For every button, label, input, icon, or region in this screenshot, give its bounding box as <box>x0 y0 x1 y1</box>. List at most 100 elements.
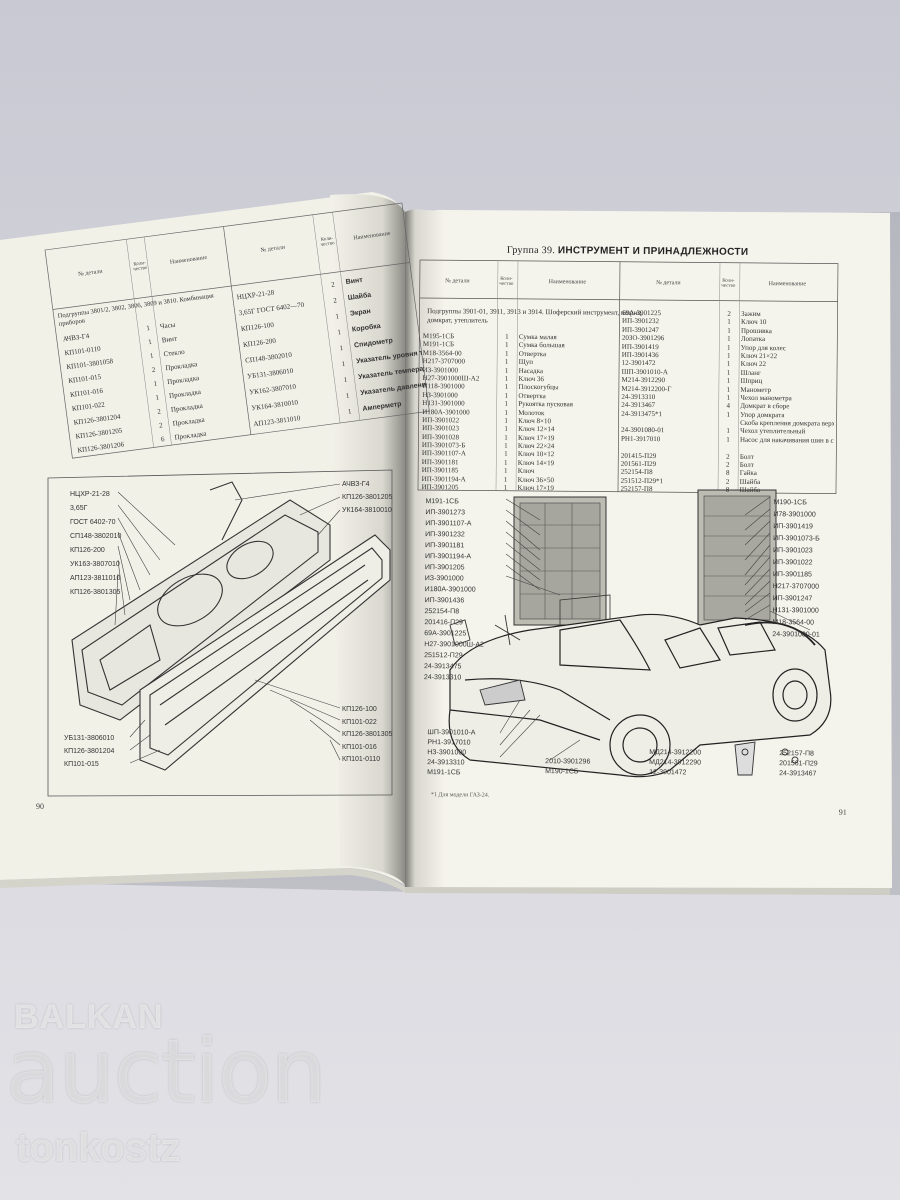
figure-callout: НЗ-3901000 <box>427 749 467 757</box>
table-cell-qty: 1 <box>504 425 508 434</box>
table-cell-part-no: 252157-П8 <box>620 484 653 494</box>
table-cell-qty: 1 <box>504 383 509 392</box>
figure-callout: И180А-3901000 <box>424 586 476 594</box>
lp-col-header-name-2: Наименование <box>353 230 391 242</box>
table-cell-qty: 1 <box>339 343 344 353</box>
watermark-balkan: BALKAN <box>14 998 164 1036</box>
table-cell-qty: 1 <box>504 416 508 425</box>
figure-callout: СП148-3802010 <box>70 533 122 540</box>
table-cell-qty: 1 <box>505 341 509 350</box>
table-cell-qty: 1 <box>504 366 509 375</box>
table-cell-qty <box>722 444 734 452</box>
table-cell-qty <box>722 419 734 427</box>
lp-col-header-part-no-2: № детали <box>260 244 286 254</box>
figure-callout: 12-3901472 <box>649 769 687 777</box>
table-cell-qty: 1 <box>504 349 509 358</box>
figure-callout: 201416-П29 <box>424 619 463 627</box>
col-header-part-no-2: № детали <box>656 280 681 287</box>
figure-callout: 2010-3901296 <box>545 758 591 766</box>
figure-callout: ИП-3901185 <box>772 571 813 579</box>
table-cell-qty: 1 <box>343 375 348 385</box>
table-cell-qty: 1 <box>504 391 509 400</box>
figure-callout: ИП-3901023 <box>773 547 813 555</box>
figure-callout: 24-3913310 <box>423 674 462 682</box>
figure-callout: КП126-3801305 <box>70 589 121 596</box>
figure-callout: ШП-3901010-А <box>427 729 476 737</box>
table-cell-qty: 1 <box>726 393 731 402</box>
table-cell-name: Ключ 17×19 <box>517 483 554 493</box>
watermark-auction: auction <box>6 1020 327 1123</box>
figure-callout: ИП-3901022 <box>772 559 813 567</box>
table-cell-qty: 1 <box>504 433 508 442</box>
table-cell-qty: 1 <box>726 376 731 385</box>
group-title-text: ИНСТРУМЕНТ И ПРИНАДЛЕЖНОСТИ <box>557 245 749 258</box>
figure-callout: ИЗ-3901000 <box>424 575 464 583</box>
car-drawing <box>448 613 832 778</box>
group-prefix: Группа 39. <box>506 244 556 257</box>
figure-callout: КП101-015 <box>64 761 99 768</box>
col-header-qty-2: Коли-чество <box>721 278 736 289</box>
figure-callout: УК164-3810010 <box>342 507 392 514</box>
table-cell-qty: 1 <box>726 410 731 419</box>
instrument-cluster-drawing <box>71 481 391 771</box>
table-cell-part-no: И118-3901000 <box>422 382 465 391</box>
table-cell-qty: 8 <box>725 485 730 494</box>
figure-callout: 24-3913475 <box>423 663 462 671</box>
table-cell-qty: 2 <box>330 280 336 289</box>
figure-callout: М190-1СБ <box>545 768 579 776</box>
table-cell-qty: 1 <box>726 435 730 444</box>
table-cell-part-no: ИП-3901023 <box>422 424 460 433</box>
table-cell-qty: 1 <box>503 483 508 492</box>
col-header-name-2: Наименование <box>768 281 807 288</box>
figure-callout: 24-3913467 <box>779 770 817 778</box>
figure-callout: Н217-3707000 <box>772 583 820 591</box>
lp-col-header-qty: Коли-чество <box>133 260 148 273</box>
lp-col-header-qty-2: Коли-чество <box>320 236 336 248</box>
table-cell-qty: 2 <box>726 452 730 461</box>
figure-callout: Н27-3901000Ш-А2 <box>424 641 484 649</box>
figure-callout: М18-3564-00 <box>772 619 815 627</box>
figure-callout: КП101-016 <box>342 743 377 751</box>
figure-callout: 201561-П29 <box>779 760 818 768</box>
table-cell-qty: 1 <box>504 357 509 366</box>
figure-callout: УБ131-3806010 <box>64 735 115 742</box>
figure-callout: И78-3901000 <box>773 511 816 519</box>
table-cell-qty: 2 <box>727 309 731 318</box>
table-cell-name: Насос для накачивания шин в сборе <box>739 435 835 445</box>
table-cell-part-no: М191-1СБ <box>422 340 455 349</box>
table-cell-qty: 2 <box>332 296 338 305</box>
figure-callout: КП101-0110 <box>342 756 381 763</box>
table-cell-part-no: ИП-3901185 <box>421 466 459 475</box>
figure-callout: 252154-П8 <box>424 608 460 616</box>
figure-callout: КП126-200 <box>70 547 105 554</box>
figure-callout: ИП-3901181 <box>425 542 465 550</box>
table-cell-part-no: ИП-3901205 <box>421 483 459 492</box>
figure-callout: 251512-П29 <box>424 652 463 660</box>
table-cell-qty: 1 <box>504 399 509 408</box>
table-cell-qty: 1 <box>726 368 731 377</box>
table-cell-qty: 1 <box>504 458 508 467</box>
figure-callout: ИП-3901419 <box>773 523 813 531</box>
figure-callout: 3,65Г <box>70 505 88 512</box>
table-cell-qty: 1 <box>334 312 340 321</box>
table-cell-qty: 6 <box>160 435 165 444</box>
col-header-part-no: № детали <box>445 278 470 285</box>
figure-callout: КП126-3801205 <box>342 494 393 501</box>
figure-callout: М191-1СБ <box>425 498 459 506</box>
figure-callout: КП126-3801305 <box>342 731 393 738</box>
table-cell-qty: 1 <box>505 332 509 341</box>
figure-callout: КП126-3801204 <box>64 748 115 755</box>
figure-callout: ИП-3901073-Б <box>773 535 820 543</box>
